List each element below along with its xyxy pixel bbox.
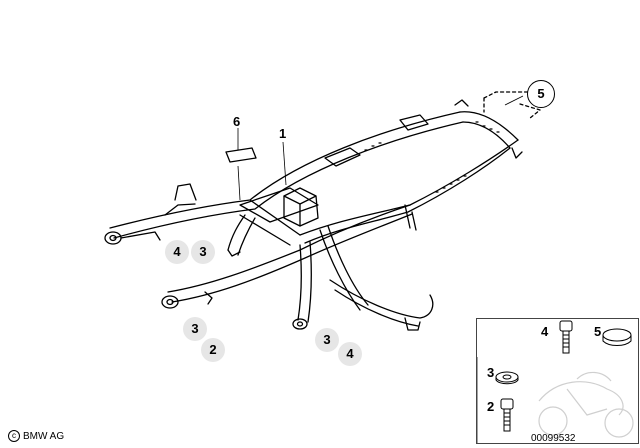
inset-callout-4: 4 — [541, 324, 549, 339]
callout-left-4: 4 — [165, 240, 189, 264]
plate-6-shape — [225, 147, 257, 163]
callout-front-2: 2 — [201, 338, 225, 362]
hardware-inset: 4 5 3 2 — [476, 318, 639, 444]
inset-callout-3: 3 — [487, 365, 495, 380]
callout-front-3: 3 — [183, 317, 207, 341]
inset-callout-2: 2 — [487, 399, 495, 414]
copyright-icon: c — [8, 430, 20, 442]
callout-part-5: 5 — [527, 80, 555, 108]
inset-callout-5: 5 — [594, 324, 602, 339]
callout-rear-4: 4 — [338, 342, 362, 366]
hardware-inset-drawing — [477, 320, 634, 443]
callout-part-6: 6 — [233, 114, 241, 129]
copyright-notice: c BMW AG — [8, 430, 64, 442]
drawing-number: 00099532 — [531, 433, 576, 444]
callout-part-1: 1 — [279, 126, 287, 141]
copyright-text: BMW AG — [23, 430, 65, 442]
upper-rail — [109, 111, 461, 229]
callout-left-3: 3 — [191, 240, 215, 264]
callout-rear-3: 3 — [315, 328, 339, 352]
